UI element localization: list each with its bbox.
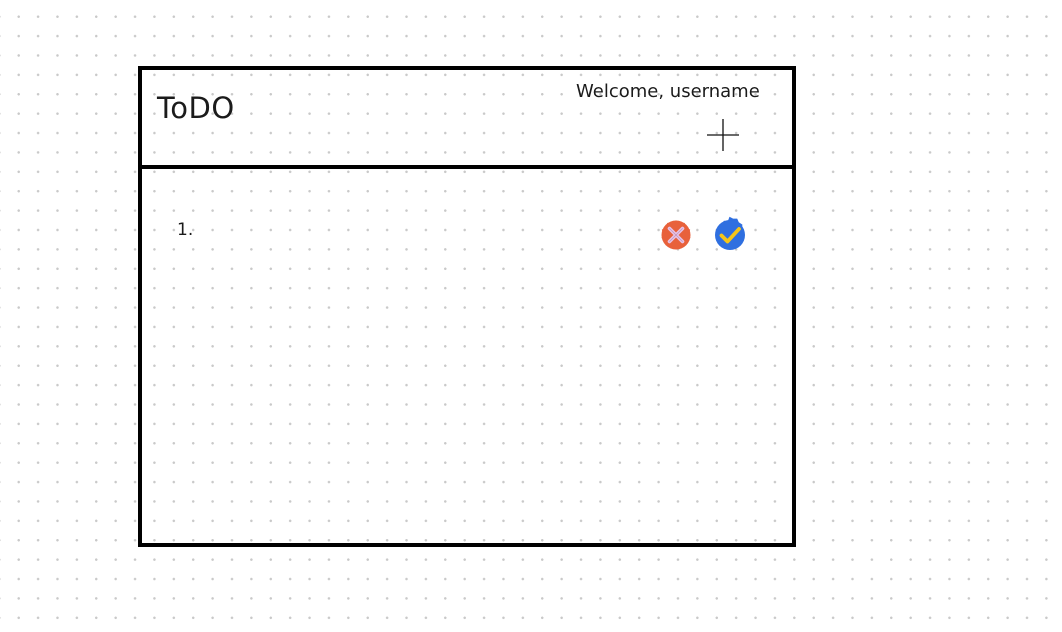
- complete-item-button[interactable]: [708, 213, 752, 257]
- app-title: ToDO: [157, 91, 235, 125]
- list-item: 1.: [142, 204, 792, 248]
- add-todo-button[interactable]: [706, 118, 740, 152]
- delete-item-button[interactable]: [654, 213, 698, 257]
- badge-x-icon: [661, 220, 691, 250]
- badge-check-icon: [715, 216, 745, 250]
- plus-icon: [707, 119, 739, 151]
- welcome-text: Welcome, username: [576, 81, 760, 102]
- todo-app-frame: ToDO Welcome, username 1.: [138, 66, 796, 547]
- item-number: 1.: [177, 220, 194, 240]
- app-header: ToDO Welcome, username: [142, 70, 792, 169]
